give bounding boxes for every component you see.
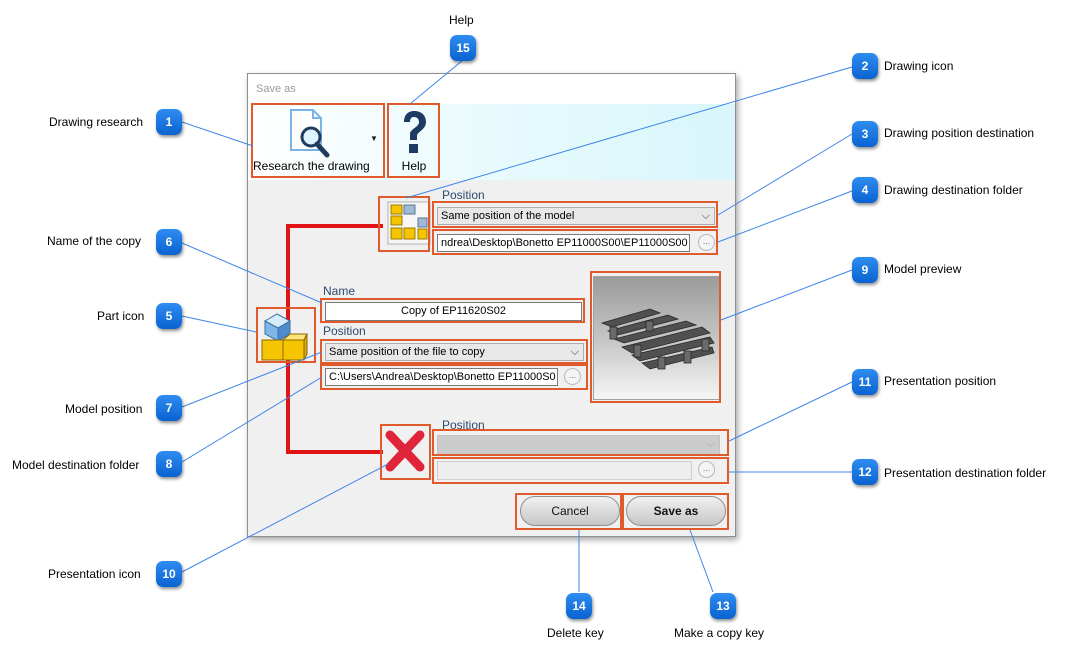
callout-label: Name of the copy	[47, 234, 142, 248]
copy-name-highlight	[320, 298, 585, 323]
callout-badge: 3	[852, 121, 878, 147]
drawing-position-select[interactable]: Same position of the model ⌵	[437, 207, 715, 225]
callout-label: Make a copy key	[674, 626, 765, 640]
callout-badge: 8	[156, 451, 182, 477]
callout-badge: 4	[852, 177, 878, 203]
callout-label: Presentation icon	[48, 567, 141, 581]
copy-name-value: Copy of EP11620S02	[401, 305, 506, 317]
drawing-folder-value: ndrea\Desktop\Bonetto EP11000S00\EP11000…	[441, 237, 688, 249]
callout-label: Part icon	[97, 309, 145, 323]
drawing-icon-highlight	[378, 196, 430, 252]
callout-label: Drawing position destination	[884, 126, 1035, 140]
part-icon-highlight	[256, 307, 316, 363]
part-name-label: Name	[323, 284, 356, 298]
research-drawing-label: Research the drawing	[253, 159, 370, 173]
callout-label: Drawing research	[49, 115, 144, 129]
callout-label: Model destination folder	[12, 458, 140, 472]
model-folder-input[interactable]: C:\Users\Andrea\Desktop\Bonetto EP11000S…	[325, 368, 558, 386]
presentation-folder-input[interactable]	[437, 461, 692, 480]
callout-label: Presentation destination folder	[884, 466, 1047, 480]
callout-label: Help	[449, 13, 474, 27]
drawing-position-highlight	[432, 201, 718, 228]
model-preview-highlight	[590, 271, 721, 403]
chevron-down-icon: ⌵	[570, 346, 579, 358]
callout-label: Drawing icon	[884, 59, 954, 73]
chevron-down-icon[interactable]: ▼	[370, 134, 378, 143]
copy-name-input[interactable]: Copy of EP11620S02	[325, 302, 582, 321]
callout-badge: 12	[852, 459, 878, 485]
drawing-grid-icon	[387, 201, 431, 245]
callout-label: Delete key	[547, 626, 604, 640]
callout-badge: 10	[156, 561, 182, 587]
callout-label: Presentation position	[884, 374, 997, 388]
presentation-position-highlight	[432, 429, 729, 456]
model-preview	[593, 276, 720, 400]
drawing-folder-input[interactable]: ndrea\Desktop\Bonetto EP11000S00\EP11000…	[437, 234, 690, 252]
model-folder-highlight	[320, 364, 588, 390]
presentation-icon-highlight	[380, 424, 431, 480]
chevron-down-icon: ⌵	[701, 210, 710, 222]
callout-label: Model position	[65, 402, 143, 416]
connector-line	[286, 224, 383, 228]
callout-badge: 1	[156, 109, 182, 135]
research-drawing-highlight	[251, 103, 385, 178]
dialog-title: Save as	[256, 83, 296, 95]
callout-badge: 11	[852, 369, 878, 395]
drawing-folder-highlight	[432, 229, 718, 255]
callout-badge: 14	[566, 593, 592, 619]
model-position-highlight	[320, 339, 588, 364]
red-x-icon	[385, 430, 425, 472]
model-folder-value: C:\Users\Andrea\Desktop\Bonetto EP11000S…	[329, 371, 556, 383]
model-position-value: Same position of the file to copy	[329, 346, 485, 358]
dialog-titlebar: Save as	[248, 74, 735, 104]
callout-label: Model preview	[884, 262, 962, 276]
save-as-button[interactable]: Save as	[626, 496, 726, 526]
magnifier-document-icon	[290, 109, 330, 158]
callout-badge: 13	[710, 593, 736, 619]
drawing-position-label: Position	[442, 188, 485, 202]
callout-badge: 9	[852, 257, 878, 283]
drawing-position-value: Same position of the model	[441, 210, 575, 222]
callout-badge: 15	[450, 35, 476, 61]
callout-badge: 6	[156, 229, 182, 255]
research-drawing-button[interactable]: ▼ Research the drawing	[253, 106, 386, 178]
part-position-label: Position	[323, 324, 366, 338]
connector-line	[286, 450, 383, 454]
drawing-folder-browse-button[interactable]: ...	[698, 234, 715, 251]
callout-badge: 2	[852, 53, 878, 79]
model-position-select[interactable]: Same position of the file to copy ⌵	[325, 343, 584, 361]
callout-badge: 5	[156, 303, 182, 329]
presentation-folder-highlight	[432, 457, 729, 484]
cancel-button[interactable]: Cancel	[520, 496, 620, 526]
chevron-down-icon: ⌵	[706, 438, 715, 450]
help-highlight	[387, 103, 440, 178]
model-folder-browse-button[interactable]: ...	[564, 368, 581, 385]
presentation-folder-browse-button[interactable]: ...	[698, 461, 715, 478]
presentation-position-label: Position	[442, 418, 485, 432]
save-as-highlight	[622, 493, 729, 530]
callout-label: Drawing destination folder	[884, 183, 1023, 197]
cancel-highlight	[515, 493, 622, 530]
callout-badge: 7	[156, 395, 182, 421]
pallet-model-image	[600, 308, 715, 370]
